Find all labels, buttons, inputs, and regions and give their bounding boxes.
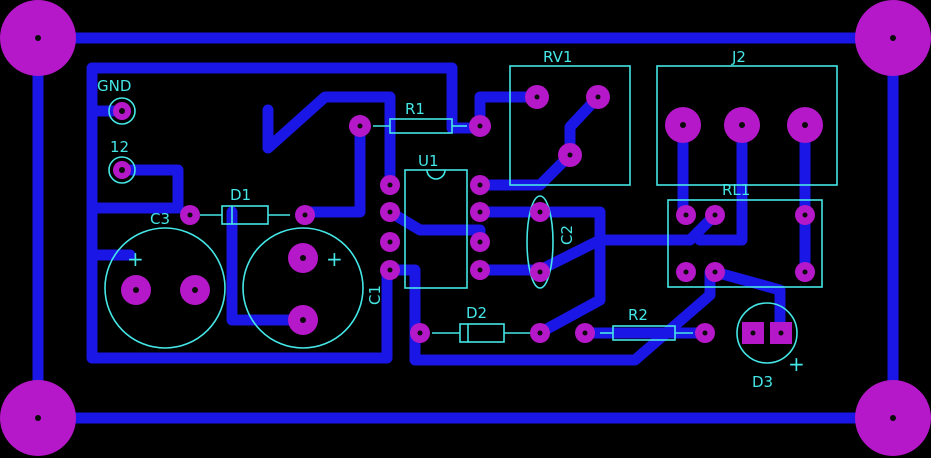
trace-r1-rv1 [446,91,543,134]
rl1-outline [667,199,823,288]
label-j2: J2 [731,48,746,66]
trace-gnd-left [86,105,393,364]
trace-rl1-d3 [709,266,786,339]
c3-outline [104,227,226,349]
d2-outline [459,323,505,343]
label-r2: R2 [628,306,648,324]
c2-outline [526,195,554,289]
d3-outline [736,302,798,364]
trace-gnd-top [86,62,458,134]
r1-outline [389,118,453,134]
silk-labels: GND 12 R1 RV1 J2 U1 D1 C3 C1 C2 RL1 D2 R… [97,48,805,391]
trace-c2-rl1 [474,209,721,276]
label-gnd: GND [97,77,131,95]
c3-plus-mark: + [127,247,144,271]
d3-plus-mark: + [788,352,805,376]
trace-12v [86,164,184,214]
label-c3: C3 [150,210,170,228]
label-d3: D3 [752,373,773,391]
v12-terminal-outline [108,156,136,184]
trace-r1-left [299,122,366,218]
label-c2: C2 [558,225,576,245]
label-rl1: RL1 [722,181,750,199]
label-u1: U1 [418,152,439,170]
u1-outline [404,169,468,289]
trace-u1-rv1 [474,149,576,191]
u1-notch [426,169,446,180]
gnd-terminal-outline [108,97,136,125]
trace-d1-c1 [226,206,309,326]
label-12v: 12 [110,138,129,156]
label-r1: R1 [405,100,425,118]
c1-outline [242,227,364,349]
trace-u1-bottom [384,264,716,366]
label-rv1: RV1 [543,48,572,66]
j2-outline [656,65,838,186]
silkscreen [104,65,838,364]
trace-j2-2 [694,119,748,246]
c1-plus-mark: + [326,247,343,271]
rv1-outline [509,65,631,186]
label-d2: D2 [466,304,487,322]
label-c1: C1 [366,285,384,305]
trace-r1-diag [262,91,396,191]
label-d1: D1 [230,186,251,204]
